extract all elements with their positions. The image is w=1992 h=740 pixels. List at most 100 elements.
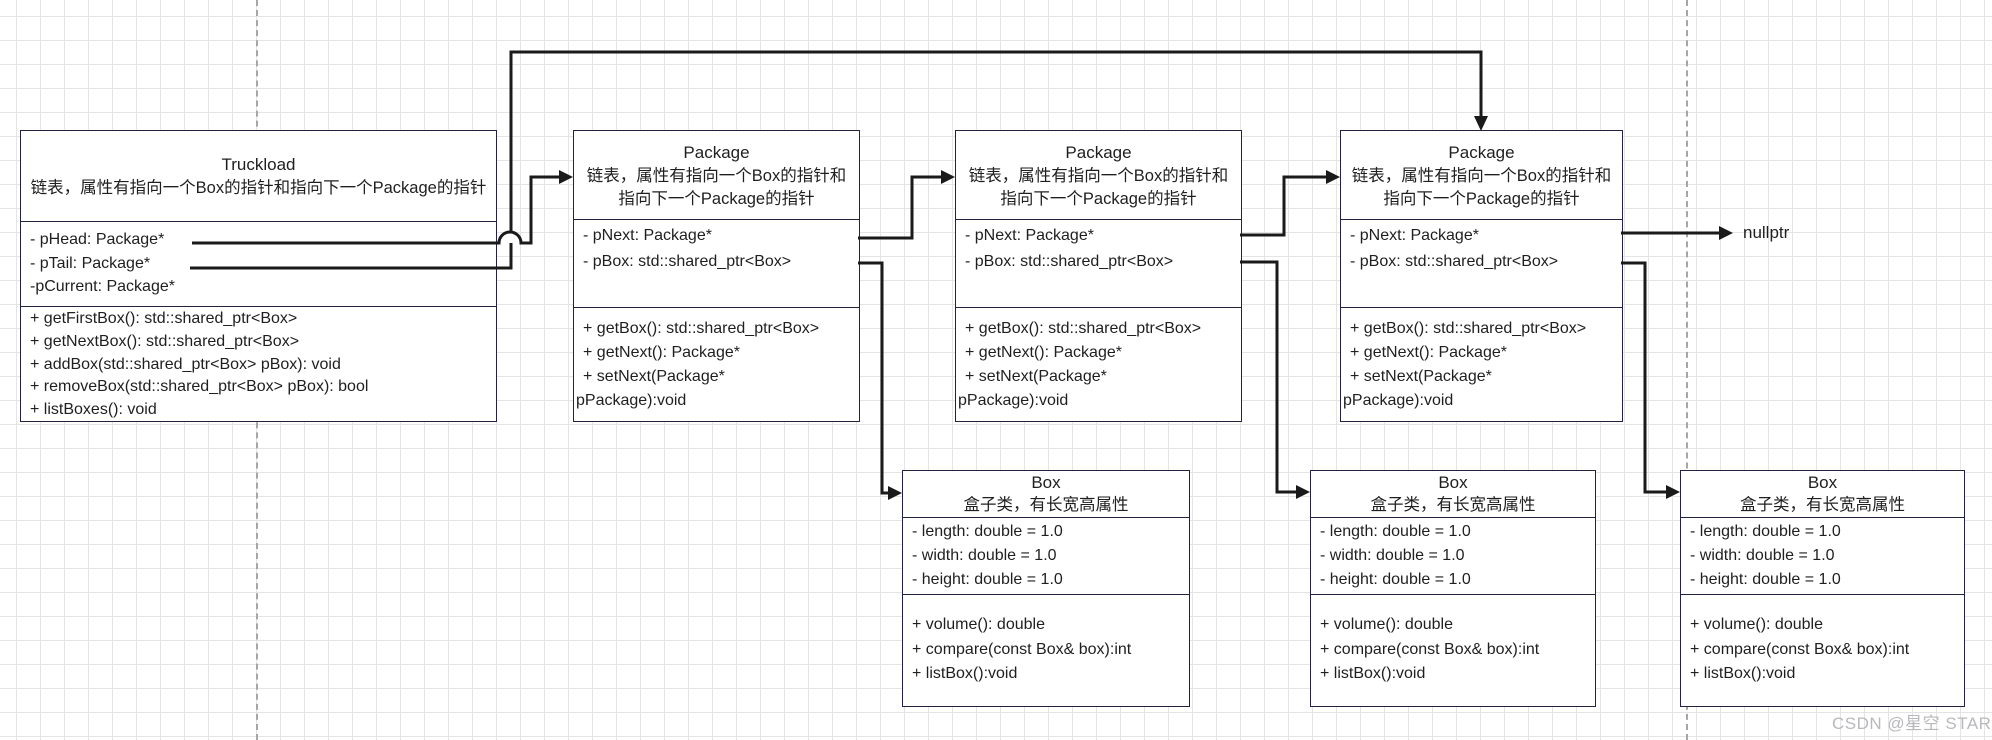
box-attributes-section: - length: double = 1.0 - width: double =… [903, 517, 1189, 594]
class-subtitle: 盒子类，有长宽高属性 [1370, 496, 1536, 514]
attribute-row: - pBox: std::shared_ptr<Box> [965, 253, 1174, 270]
method-row: + setNext(Package* [1350, 368, 1492, 385]
arrowhead-right [888, 486, 902, 500]
attribute-row: -pCurrent: Package* [30, 278, 175, 295]
attribute-row: - length: double = 1.0 [1320, 523, 1471, 540]
watermark: CSDN @星空 STAR [1832, 714, 1992, 733]
truckload-methods-section: + getFirstBox(): std::shared_ptr<Box> + … [21, 306, 496, 421]
box-methods-section: + volume(): double + compare(const Box& … [903, 594, 1189, 706]
class-box-box-1: Box 盒子类，有长宽高属性 - length: double = 1.0 - … [902, 470, 1190, 707]
method-row: + compare(const Box& box):int [1690, 640, 1910, 658]
class-title: Package [1448, 142, 1515, 162]
class-subtitle: 指向下一个Package的指针 [1383, 189, 1580, 208]
attribute-row: - length: double = 1.0 [1690, 523, 1841, 540]
class-subtitle: 链表，属性有指向一个Box的指针和 [1351, 166, 1612, 185]
method-row: + compare(const Box& box):int [1320, 640, 1540, 658]
method-row: + getNext(): Package* [583, 344, 740, 361]
connector-package2-pbox [1240, 260, 1310, 499]
package-attributes-section: - pNext: Package* - pBox: std::shared_pt… [1341, 219, 1622, 307]
method-row: + listBox():void [1320, 665, 1426, 682]
attribute-row: - height: double = 1.0 [1320, 571, 1471, 588]
class-subtitle: 盒子类，有长宽高属性 [1740, 496, 1905, 514]
package-attributes-section: - pNext: Package* - pBox: std::shared_pt… [956, 219, 1241, 307]
nullptr-label: nullptr [1743, 223, 1790, 242]
method-row: + removeBox(std::shared_ptr<Box> pBox): … [30, 378, 369, 396]
package-title-section: Package 链表，属性有指向一个Box的指针和 指向下一个Package的指… [574, 131, 859, 219]
class-subtitle: 链表，属性有指向一个Box的指针和 [586, 166, 847, 185]
connector-package3-pbox [1621, 261, 1680, 499]
box-attributes-section: - length: double = 1.0 - width: double =… [1681, 517, 1964, 594]
package-attributes-section: - pNext: Package* - pBox: std::shared_pt… [574, 219, 859, 307]
class-subtitle: 链表，属性有指向一个Box的指针和指向下一个Package的指针 [30, 179, 487, 197]
method-row: + getNext(): Package* [965, 344, 1122, 361]
arrowhead-right [941, 170, 955, 184]
class-box-package-2: Package 链表，属性有指向一个Box的指针和 指向下一个Package的指… [955, 130, 1242, 422]
package-methods-section: + getBox(): std::shared_ptr<Box> + getNe… [1341, 307, 1622, 421]
truckload-title-section: Truckload 链表，属性有指向一个Box的指针和指向下一个Package的… [21, 131, 496, 221]
method-row: + getBox(): std::shared_ptr<Box> [965, 320, 1202, 337]
method-row: + getBox(): std::shared_ptr<Box> [583, 320, 820, 337]
box-methods-section: + volume(): double + compare(const Box& … [1311, 594, 1595, 706]
class-title: Box [1031, 473, 1061, 492]
class-subtitle: 链表，属性有指向一个Box的指针和 [968, 166, 1229, 185]
attribute-row: - pBox: std::shared_ptr<Box> [583, 253, 792, 270]
method-row: + volume(): double [1690, 616, 1823, 633]
method-row: + listBox():void [1690, 665, 1796, 682]
attribute-row: - height: double = 1.0 [912, 571, 1063, 588]
method-row: pPackage):void [1343, 392, 1454, 409]
method-row: + listBox():void [912, 665, 1018, 682]
box-title-section: Box 盒子类，有长宽高属性 [1681, 471, 1964, 517]
truckload-attributes-section: - pHead: Package* - pTail: Package* -pCu… [21, 221, 496, 306]
method-row: + volume(): double [912, 616, 1045, 633]
arrowhead-right [1326, 170, 1340, 184]
page-break-line-right [1686, 0, 1688, 740]
package-methods-section: + getBox(): std::shared_ptr<Box> + getNe… [574, 307, 859, 421]
attribute-row: - length: double = 1.0 [912, 523, 1063, 540]
arrowhead-right [1666, 485, 1680, 499]
connector-package2-pnext [1240, 170, 1340, 237]
method-row: + setNext(Package* [965, 368, 1107, 385]
connector-package3-pnext-nullptr [1621, 226, 1733, 240]
class-title: Box [1807, 473, 1838, 492]
class-subtitle: 盒子类，有长宽高属性 [963, 496, 1129, 514]
package-methods-section: + getBox(): std::shared_ptr<Box> + getNe… [956, 307, 1241, 421]
attribute-row: - width: double = 1.0 [1690, 547, 1835, 564]
package-title-section: Package 链表，属性有指向一个Box的指针和 指向下一个Package的指… [956, 131, 1241, 219]
attribute-row: - pNext: Package* [583, 227, 712, 244]
method-row: + addBox(std::shared_ptr<Box> pBox): voi… [30, 355, 341, 373]
class-title: Package [683, 142, 750, 162]
method-row: + setNext(Package* [583, 368, 725, 385]
method-row: pPackage):void [958, 392, 1069, 409]
arrowhead-down [1474, 116, 1488, 131]
method-row: + getFirstBox(): std::shared_ptr<Box> [30, 310, 298, 327]
connector-package1-pnext [858, 170, 955, 240]
class-title: Truckload [221, 155, 296, 174]
box-title-section: Box 盒子类，有长宽高属性 [903, 471, 1189, 517]
box-attributes-section: - length: double = 1.0 - width: double =… [1311, 517, 1595, 594]
class-box-box-2: Box 盒子类，有长宽高属性 - length: double = 1.0 - … [1310, 470, 1596, 707]
class-box-package-1: Package 链表，属性有指向一个Box的指针和 指向下一个Package的指… [573, 130, 860, 422]
attribute-row: - width: double = 1.0 [912, 547, 1057, 564]
box-title-section: Box 盒子类，有长宽高属性 [1311, 471, 1595, 517]
arrowhead-right [559, 170, 573, 184]
method-row: + getNext(): Package* [1350, 344, 1507, 361]
arrowhead-right [1296, 485, 1310, 499]
attribute-row: - pBox: std::shared_ptr<Box> [1350, 253, 1559, 270]
attribute-row: - height: double = 1.0 [1690, 571, 1841, 588]
class-box-package-3: Package 链表，属性有指向一个Box的指针和 指向下一个Package的指… [1340, 130, 1623, 422]
class-box-truckload: Truckload 链表，属性有指向一个Box的指针和指向下一个Package的… [20, 130, 497, 422]
class-title: Box [1438, 473, 1468, 492]
class-title: Package [1065, 142, 1132, 162]
connector-package1-pbox [858, 261, 902, 500]
arrowhead-right [1719, 226, 1733, 240]
method-row: + listBoxes(): void [30, 401, 157, 419]
class-box-box-3: Box 盒子类，有长宽高属性 - length: double = 1.0 - … [1680, 470, 1965, 707]
method-row: + getBox(): std::shared_ptr<Box> [1350, 320, 1587, 337]
method-row: pPackage):void [576, 392, 687, 409]
method-row: + getNextBox(): std::shared_ptr<Box> [30, 332, 300, 350]
attribute-row: - pNext: Package* [1350, 227, 1479, 244]
class-subtitle: 指向下一个Package的指针 [1000, 189, 1197, 208]
attribute-row: - pTail: Package* [30, 254, 151, 272]
package-title-section: Package 链表，属性有指向一个Box的指针和 指向下一个Package的指… [1341, 131, 1622, 219]
class-subtitle: 指向下一个Package的指针 [618, 189, 815, 208]
